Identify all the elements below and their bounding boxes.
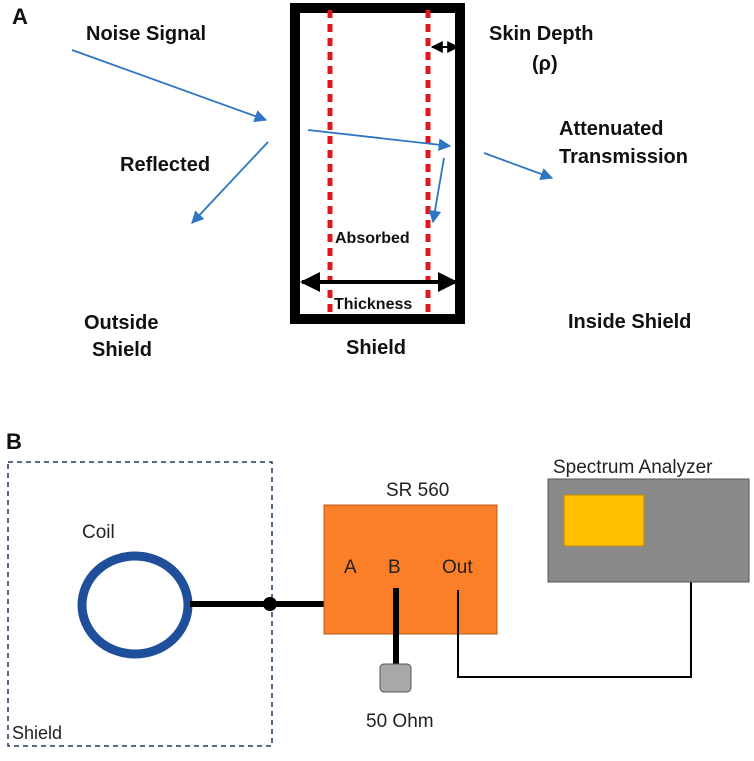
- skin-depth-label-line1: Skin Depth: [489, 23, 593, 45]
- outside-label-line1: Outside: [84, 312, 158, 334]
- spectrum-analyzer-label: Spectrum Analyzer: [553, 457, 713, 478]
- skin-depth-label-line2: (ρ): [532, 53, 558, 75]
- port-out-label: Out: [442, 557, 473, 578]
- outside-label-line2: Shield: [92, 339, 152, 361]
- absorbed-arrow: [428, 157, 445, 224]
- shield-wall: [290, 3, 465, 324]
- coil: [77, 551, 193, 659]
- port-b-label: B: [388, 557, 401, 578]
- sr560-box: [323, 504, 498, 635]
- attenuated-label-line1: Attenuated: [559, 118, 663, 140]
- reflected-label: Reflected: [120, 154, 210, 176]
- inside-shield-label: Inside Shield: [568, 311, 691, 333]
- port-a-label: A: [344, 557, 357, 578]
- out-cable: [457, 572, 692, 678]
- sr560-label: SR 560: [386, 480, 449, 501]
- thickness-label: Thickness: [334, 296, 412, 313]
- enclosure-shield-label: Shield: [12, 723, 62, 743]
- feedthrough-node: [263, 597, 277, 611]
- transmission-arrow: [483, 152, 554, 181]
- through-shield-arrow: [307, 129, 452, 151]
- load-terminator: [379, 663, 412, 693]
- analyzer-screen: [563, 494, 645, 547]
- reflected-arrow: [191, 141, 269, 224]
- shield-label: Shield: [346, 337, 406, 359]
- panel-b-label: B: [6, 429, 22, 454]
- noise-signal-label: Noise Signal: [86, 23, 206, 45]
- coil-label: Coil: [82, 522, 115, 543]
- panel-a-label: A: [12, 4, 28, 29]
- panel-a: A Noise Signal Reflected Skin Depth (ρ) …: [12, 3, 691, 361]
- load-label: 50 Ohm: [366, 711, 434, 732]
- panel-b: B Shield Coil SR 560 A B Out 50 Ohm Spec…: [6, 429, 750, 747]
- absorbed-label: Absorbed: [335, 230, 410, 247]
- attenuated-label-line2: Transmission: [559, 146, 688, 168]
- noise-incident-arrow: [71, 49, 268, 123]
